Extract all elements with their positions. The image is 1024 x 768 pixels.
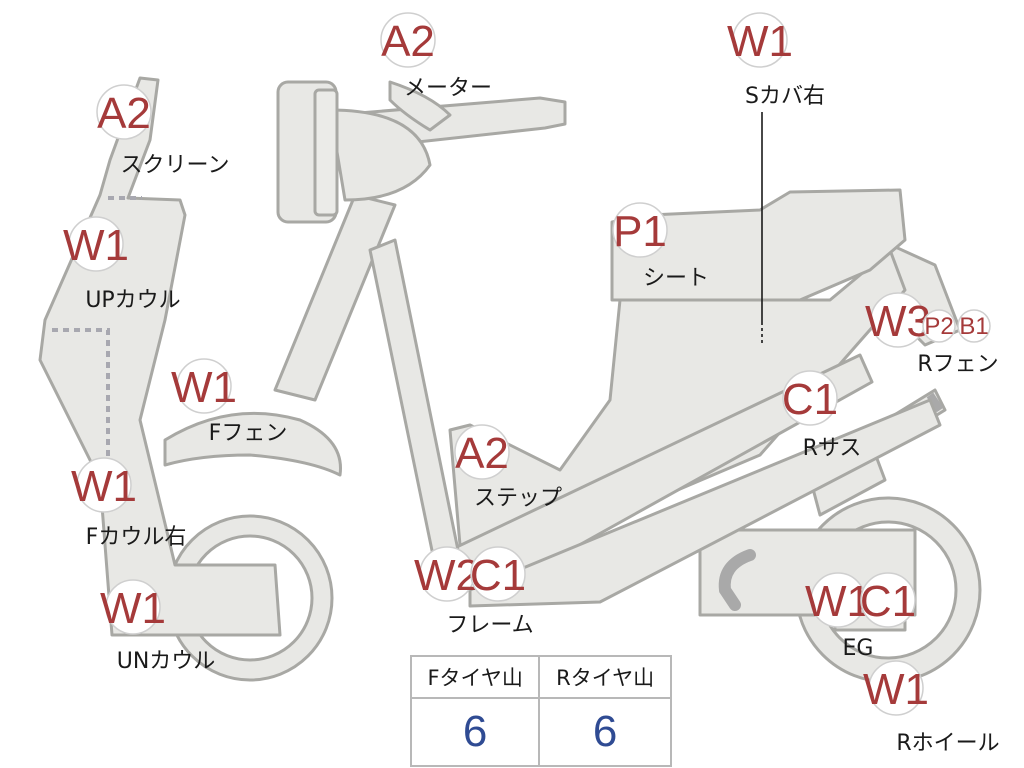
- damage-code: C1: [470, 551, 526, 600]
- part-frame: W2 C1 フレーム: [414, 546, 534, 638]
- seam-up-cowl: [52, 328, 110, 470]
- meter-shape: [388, 80, 452, 132]
- part-label: Rサス: [803, 436, 862, 461]
- part-label: UPカウル: [85, 288, 180, 313]
- down-tube-shape: [368, 238, 462, 567]
- front-tire-tread-header: Fタイヤ山: [409, 655, 541, 699]
- damage-code: W1: [863, 665, 929, 714]
- damage-code: W2: [414, 551, 480, 600]
- damage-badge: [176, 358, 232, 414]
- part-label: スクリーン: [121, 153, 230, 178]
- part-label: Rホイール: [896, 731, 999, 756]
- damage-badge-small: [922, 309, 956, 343]
- damage-code: C1: [860, 577, 916, 626]
- damage-code: W1: [727, 17, 793, 66]
- damage-badge: [470, 546, 526, 602]
- part-label: EG: [843, 636, 874, 661]
- part-screen: A2 スクリーン: [96, 84, 230, 178]
- damage-badge: [860, 572, 916, 628]
- damage-code: W3: [865, 297, 931, 346]
- part-front-fender: W1 Fフェン: [171, 358, 288, 446]
- damage-code: W1: [100, 584, 166, 633]
- damage-badge: [76, 457, 132, 513]
- damage-code: W1: [805, 577, 871, 626]
- part-label: Fフェン: [209, 421, 288, 446]
- damage-badge: [68, 216, 124, 272]
- part-label: Rフェン: [917, 352, 998, 377]
- part-label: Sカバ右: [745, 84, 825, 109]
- damage-badge: [454, 424, 510, 480]
- damage-badge: [732, 12, 788, 68]
- part-label: ステップ: [474, 486, 562, 511]
- part-up-cowl: W1 UPカウル: [63, 216, 181, 313]
- damage-badge: [782, 370, 838, 426]
- damage-badge: [612, 202, 668, 258]
- damage-badge: [96, 84, 152, 140]
- headlight-lens-shape: [313, 88, 339, 217]
- part-seat: P1 シート: [612, 202, 709, 291]
- damage-code: P2: [924, 313, 953, 340]
- part-rear-suspension: C1 Rサス: [782, 370, 862, 461]
- handlebar-hub-shape: [328, 108, 432, 202]
- front-fork-shape: [273, 193, 397, 402]
- rear-grip-end-shape: [926, 392, 944, 413]
- part-label: フレーム: [446, 613, 533, 638]
- part-engine: W1 C1 EG: [805, 572, 916, 661]
- damage-code: W1: [63, 221, 129, 270]
- part-side-cover-right: W1 Sカバ右: [727, 12, 825, 109]
- part-meter: A2 メーター: [380, 12, 492, 101]
- damage-code: W1: [171, 363, 237, 412]
- part-label: UNカウル: [117, 649, 216, 674]
- part-rear-fender: W3 P2 B1 Rフェン: [865, 292, 999, 377]
- damage-code: A2: [97, 89, 151, 138]
- damage-code: W1: [71, 462, 137, 511]
- part-rear-wheel: W1 Rホイール: [863, 660, 1000, 756]
- damage-badge-small: [957, 309, 991, 343]
- frame-rail-shape: [468, 398, 942, 608]
- seat-shape: [610, 188, 907, 302]
- front-fender-shape: [163, 411, 342, 477]
- damage-code: P1: [613, 207, 667, 256]
- part-under-cowl: W1 UNカウル: [100, 579, 216, 674]
- rear-tire-tread-header: Rタイヤ山: [538, 655, 672, 699]
- damage-code: B1: [959, 313, 988, 340]
- part-step: A2 ステップ: [454, 424, 562, 511]
- damage-code: A2: [381, 17, 435, 66]
- part-label: メーター: [404, 76, 492, 101]
- part-front-cowl-right: W1 Fカウル右: [71, 457, 187, 550]
- damage-badge: [105, 579, 161, 635]
- damage-code: A2: [455, 429, 509, 478]
- part-label: Fカウル右: [86, 525, 187, 550]
- damage-code: C1: [782, 375, 838, 424]
- damage-badge: [868, 660, 924, 716]
- exhaust-pipe-shape: [718, 549, 756, 611]
- rear-tire-tread-value: 6: [538, 697, 672, 767]
- damage-badge: [380, 12, 436, 68]
- tire-tread-table: Fタイヤ山 Rタイヤ山 6 6: [409, 655, 672, 767]
- front-tire-tread-value: 6: [409, 697, 541, 767]
- part-label: シート: [643, 266, 709, 291]
